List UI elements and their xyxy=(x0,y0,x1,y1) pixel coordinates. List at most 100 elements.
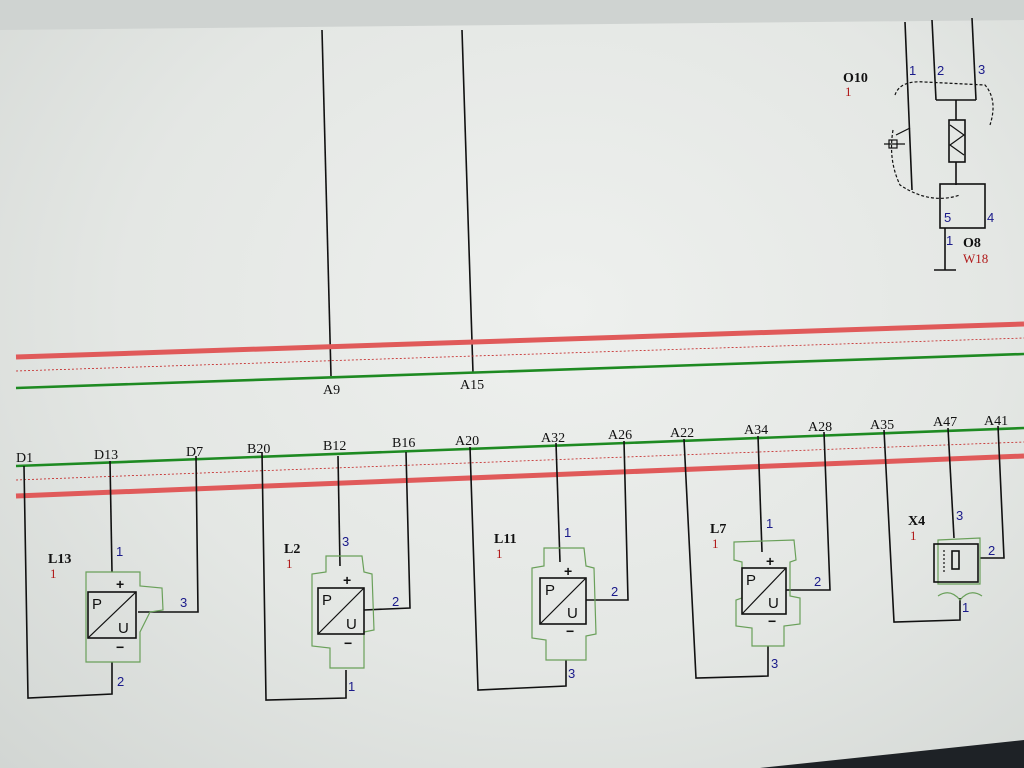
connector-a15: A15 xyxy=(460,378,484,393)
l11-label: L11 xyxy=(494,532,517,547)
l7-sub-label: 1 xyxy=(712,536,719,551)
svg-text:+: + xyxy=(564,563,572,579)
svg-text:+: + xyxy=(343,572,351,588)
l13-label: L13 xyxy=(48,552,71,567)
connector-a35: A35 xyxy=(870,418,894,433)
l7-label: L7 xyxy=(710,522,726,537)
monitor-bottom-bezel xyxy=(760,740,1024,768)
component-l11[interactable]: P U + − L11 1 1 2 3 xyxy=(469,440,629,691)
o8-pin-4: 4 xyxy=(987,210,994,225)
lower-supply-bus[interactable] xyxy=(15,453,1024,499)
x4-supply-wire xyxy=(947,427,955,539)
wire-a15[interactable] xyxy=(461,29,474,374)
upper-supply-bus[interactable] xyxy=(15,321,1024,360)
l7-pin-out: 2 xyxy=(814,574,821,589)
svg-text:U: U xyxy=(567,605,578,622)
svg-text:−: − xyxy=(768,613,776,629)
connector-a20: A20 xyxy=(455,434,479,449)
component-l13[interactable]: P U + − L13 1 1 3 2 xyxy=(23,455,199,699)
l11-supply-wire xyxy=(555,442,561,563)
x4-pin-side: 2 xyxy=(988,543,995,558)
connector-b16: B16 xyxy=(392,436,415,451)
o10-wire-1 xyxy=(904,21,913,191)
l2-supply-wire xyxy=(337,455,341,567)
l2-housing xyxy=(311,555,375,669)
o10-wire-3 xyxy=(971,17,977,101)
x4-housing xyxy=(937,537,981,585)
l7-pin-minus: 3 xyxy=(771,656,778,671)
component-l7[interactable]: P U + − L7 1 1 2 3 xyxy=(683,431,831,679)
svg-text:U: U xyxy=(768,595,779,612)
l13-pin-plus: 1 xyxy=(116,544,123,559)
l2-pin-plus: 3 xyxy=(342,534,349,549)
svg-text:−: − xyxy=(566,623,574,639)
lower-ground-bus[interactable] xyxy=(15,426,1024,468)
l2-signal-wire xyxy=(363,451,411,611)
o8-sub-label: W18 xyxy=(963,251,988,266)
l2-sensor-box xyxy=(317,587,365,635)
svg-text:U: U xyxy=(118,620,129,637)
connector-b20: B20 xyxy=(247,442,270,457)
x4-pin-bottom: 1 xyxy=(962,600,969,615)
svg-text:−: − xyxy=(116,639,124,655)
o10-sub-label: 1 xyxy=(845,84,852,99)
l2-ground-wire xyxy=(261,451,347,701)
o10-label: O10 xyxy=(843,71,868,86)
x4-label: X4 xyxy=(908,514,925,529)
upper-supply-bus-dashed xyxy=(15,337,1024,372)
wire-a9[interactable] xyxy=(321,29,332,377)
connector-b12: B12 xyxy=(323,439,346,454)
connector-a26: A26 xyxy=(608,428,632,443)
component-x4[interactable]: X4 1 3 2 1 xyxy=(883,425,1005,623)
l13-pin-out: 3 xyxy=(180,595,187,610)
connector-a47: A47 xyxy=(933,415,957,430)
l13-pin-minus: 2 xyxy=(117,674,124,689)
l11-housing xyxy=(531,547,597,661)
svg-text:−: − xyxy=(344,635,352,651)
l11-sub-label: 1 xyxy=(496,546,503,561)
connector-a9: A9 xyxy=(323,383,340,398)
svg-text:+: + xyxy=(116,576,124,592)
l13-signal-wire xyxy=(138,455,199,613)
o8-label: O8 xyxy=(963,236,981,251)
connector-d7: D7 xyxy=(186,445,203,460)
o10-pin-3: 3 xyxy=(978,62,985,77)
l11-signal-wire xyxy=(586,440,629,601)
l11-pin-minus: 3 xyxy=(568,666,575,681)
o10-pin-2: 2 xyxy=(937,63,944,78)
o8-box xyxy=(939,183,986,229)
connector-a32: A32 xyxy=(541,431,565,446)
connector-a34: A34 xyxy=(744,423,768,438)
x4-ground-wire xyxy=(883,429,961,623)
l2-pin-out: 2 xyxy=(392,594,399,609)
l2-sub-label: 1 xyxy=(286,556,293,571)
l11-sensor-box xyxy=(539,577,587,625)
component-o8[interactable]: 5 4 1 O8 W18 xyxy=(934,183,994,271)
x4-contact-icon xyxy=(951,550,960,570)
component-o10[interactable]: O10 1 1 2 3 xyxy=(843,17,994,199)
l7-pin-plus: 1 xyxy=(766,516,773,531)
o10-switch-contact xyxy=(895,127,911,136)
monitor-top-bezel xyxy=(0,0,1024,30)
l7-signal-wire xyxy=(786,431,831,591)
o10-wire-2 xyxy=(931,19,937,101)
o10-pin-1: 1 xyxy=(909,63,916,78)
x4-signal-wire xyxy=(980,425,1005,559)
x4-sub-label: 1 xyxy=(910,528,917,543)
l11-pin-plus: 1 xyxy=(564,525,571,540)
l13-supply-wire xyxy=(109,460,113,573)
upper-ground-bus[interactable] xyxy=(15,352,1024,390)
o10-heater-element xyxy=(948,119,966,163)
l2-pin-minus: 1 xyxy=(348,679,355,694)
svg-text:P: P xyxy=(545,582,555,599)
svg-text:U: U xyxy=(346,616,357,633)
x4-pin-top: 3 xyxy=(956,508,963,523)
l7-sensor-box xyxy=(741,567,787,615)
l11-pin-out: 2 xyxy=(611,584,618,599)
svg-text:P: P xyxy=(746,572,756,589)
connector-a28: A28 xyxy=(808,420,832,435)
connector-a41: A41 xyxy=(984,414,1008,429)
component-l2[interactable]: P U + − L2 1 3 2 1 xyxy=(261,451,411,701)
